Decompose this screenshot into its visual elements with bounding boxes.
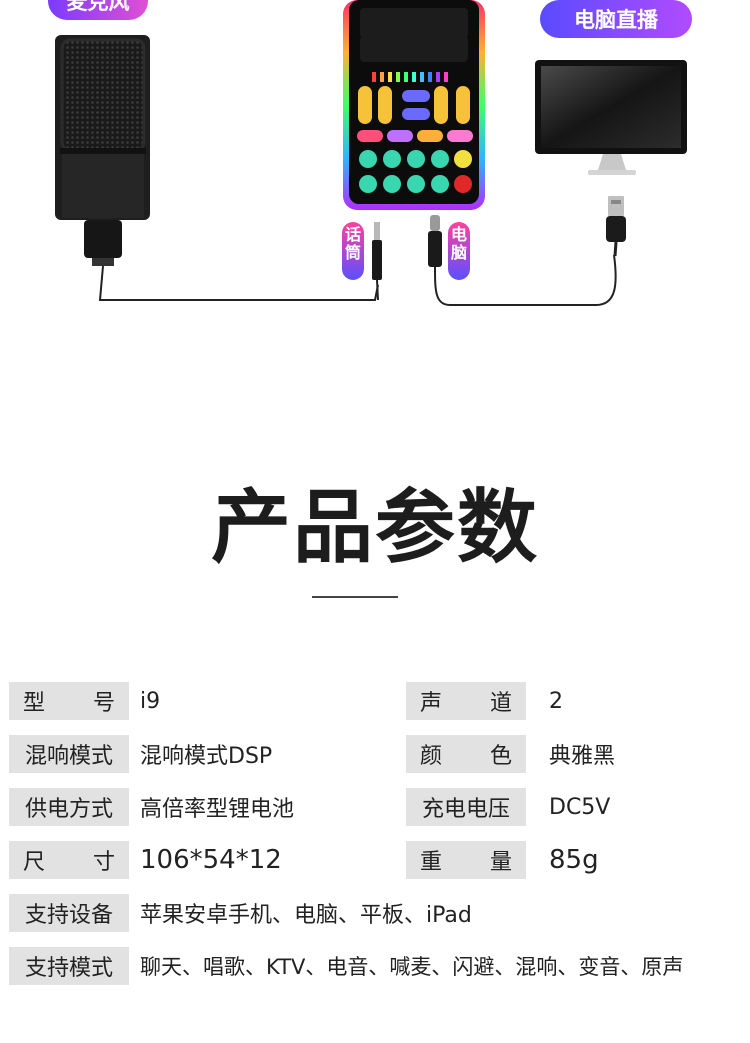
- usb-a-plug-icon: [606, 196, 626, 257]
- spec-value-devices: 苹果安卓手机、电脑、平板、iPad: [140, 903, 472, 928]
- spec-row: 尺 寸 106*54*12 重 量 85g: [9, 841, 750, 879]
- spec-label-part: 重: [420, 850, 443, 875]
- spec-label-part: 量: [489, 850, 512, 875]
- usb-c-plug-icon: [428, 215, 617, 306]
- spec-label-part: 寸: [92, 850, 115, 875]
- spec-value-size: 106*54*12: [140, 845, 282, 875]
- spec-label-size: 尺 寸: [9, 841, 129, 879]
- spec-label-part: 型: [23, 691, 46, 716]
- spec-label-part: 尺: [23, 850, 46, 875]
- spec-row: 支持设备 苹果安卓手机、电脑、平板、iPad: [9, 894, 750, 932]
- illustration-graphics: [55, 0, 687, 306]
- spec-label-channel: 声 道: [406, 682, 526, 720]
- mic-label-pill: 麦克风: [48, 0, 148, 20]
- product-illustration: 麦克风 电脑直播: [0, 0, 750, 320]
- spec-value-model: i9: [140, 688, 161, 714]
- monitor-icon: [535, 60, 687, 175]
- spec-label-part: 道: [489, 691, 512, 716]
- spec-value-color: 典雅黑: [549, 744, 616, 769]
- pc-label: 电脑直播: [574, 8, 658, 32]
- spec-label-part: 色: [489, 744, 512, 769]
- spec-label-color: 颜 色: [406, 735, 526, 773]
- spec-label-weight: 重 量: [406, 841, 526, 879]
- microphone-icon: [55, 35, 379, 301]
- spec-label-part: 声: [420, 691, 443, 716]
- spec-value-power: 高倍率型锂电池: [140, 797, 295, 822]
- spec-value-reverb: 混响模式DSP: [140, 744, 273, 769]
- pc-jack-tag: 电脑: [448, 222, 470, 280]
- spec-label-power: 供电方式: [9, 788, 129, 826]
- spec-label-part: 颜: [420, 744, 443, 769]
- mic-jack-label: 话筒: [344, 225, 361, 262]
- spec-label-reverb: 混响模式: [9, 735, 129, 773]
- spec-value-channel: 2: [549, 688, 563, 714]
- spec-value-modes: 聊天、唱歌、KTV、电音、喊麦、闪避、混响、变音、原声: [140, 955, 684, 979]
- spec-label-model: 型 号: [9, 682, 129, 720]
- soundcard-icon: [343, 0, 485, 210]
- spec-label-voltage: 充电电压: [406, 788, 526, 826]
- pc-label-pill: 电脑直播: [540, 0, 692, 38]
- spec-row: 供电方式 高倍率型锂电池 充电电压 DC5V: [9, 788, 750, 826]
- spec-value-weight: 85g: [549, 845, 599, 875]
- pc-jack-label: 电脑: [450, 225, 467, 262]
- spec-row: 混响模式 混响模式DSP 颜 色 典雅黑: [9, 735, 750, 773]
- page-title: 产品参数: [211, 481, 539, 574]
- spec-label-part: 号: [92, 691, 115, 716]
- spec-row: 支持模式 聊天、唱歌、KTV、电音、喊麦、闪避、混响、变音、原声: [9, 947, 750, 985]
- spec-label-modes: 支持模式: [9, 947, 129, 985]
- mic-jack-icon: [372, 222, 382, 301]
- spec-value-voltage: DC5V: [549, 794, 611, 820]
- mic-label: 麦克风: [66, 0, 130, 14]
- title-underline: [312, 596, 398, 598]
- mic-jack-tag: 话筒: [342, 222, 364, 280]
- spec-label-devices: 支持设备: [9, 894, 129, 932]
- spec-row: 型 号 i9 声 道 2: [9, 682, 750, 720]
